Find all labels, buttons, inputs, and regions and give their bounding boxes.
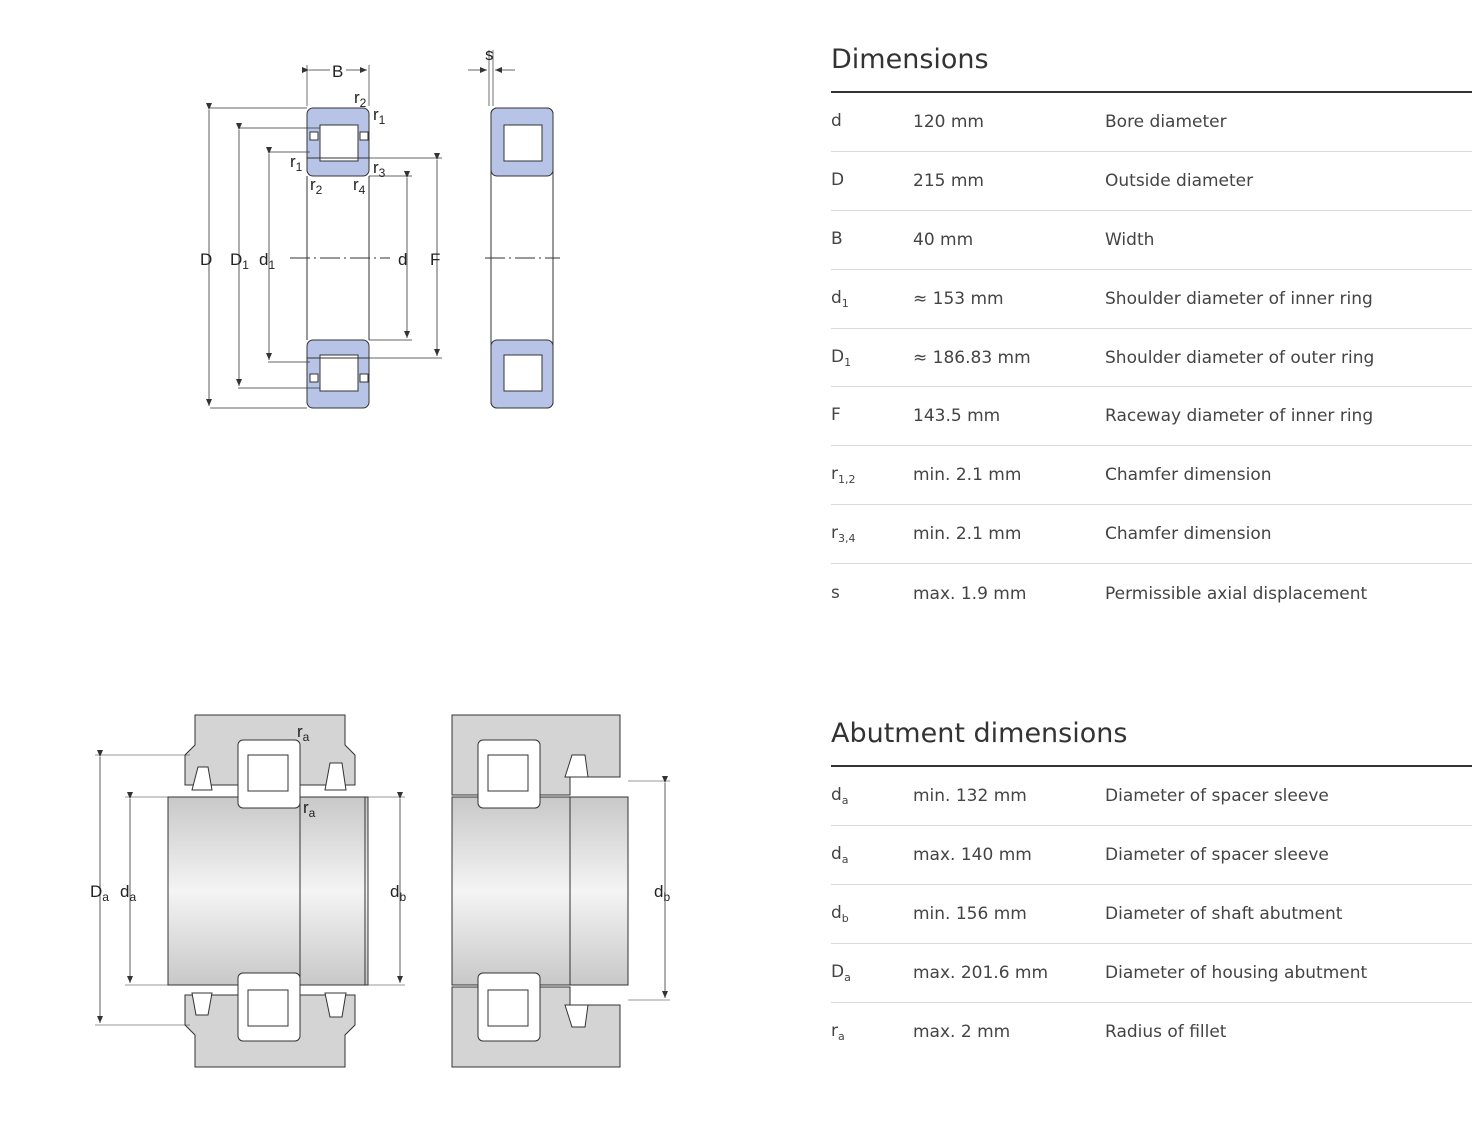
label-db-left: db <box>390 882 406 904</box>
label-D1: D1 <box>230 250 249 272</box>
table-row: D1 ≈ 186.83 mm Shoulder diameter of outer … <box>831 329 1472 388</box>
label-r2-inner: r2 <box>310 175 323 197</box>
label-r1-inner: r1 <box>290 152 303 174</box>
row-value: min. 156 mm <box>913 903 1027 924</box>
row-symbol: da <box>831 843 849 866</box>
dimensions-title: Dimensions <box>831 40 1472 93</box>
row-description: Diameter of shaft abutment <box>1105 903 1343 924</box>
label-r3: r3 <box>373 158 386 180</box>
abutment-section: Abutment dimensions da min. 132 mm Diamete… <box>831 714 1472 1061</box>
abutment-title: Abutment dimensions <box>831 714 1472 767</box>
row-symbol: Da <box>831 961 851 984</box>
row-symbol: D1 <box>831 346 852 369</box>
row-value: 120 mm <box>913 111 984 132</box>
row-symbol: d <box>831 110 842 131</box>
row-description: Raceway diameter of inner ring <box>1105 406 1374 427</box>
row-symbol: B <box>831 228 843 249</box>
row-symbol: ra <box>831 1021 845 1043</box>
row-description: Bore diameter <box>1105 111 1227 132</box>
table-row: s max. 1.9 mm Permissible axial displaceme… <box>831 564 1472 623</box>
label-da: da <box>120 882 136 904</box>
table-row: r1,2 min. 2.1 mm Chamfer dimension <box>831 446 1472 506</box>
row-value: max. 2 mm <box>913 1022 1011 1042</box>
row-description: Width <box>1105 229 1155 250</box>
row-value: ≈ 153 mm <box>913 288 1004 309</box>
row-description: Chamfer dimension <box>1105 465 1272 486</box>
row-symbol: r3,4 <box>831 523 856 546</box>
row-description: Diameter of spacer sleeve <box>1105 785 1329 806</box>
label-B: B <box>332 62 343 81</box>
label-r1-top: r1 <box>373 105 386 127</box>
abutment-drawing: Da da db db ra ra <box>80 705 680 1075</box>
row-symbol: d1 <box>831 287 849 310</box>
table-row: da max. 140 mm Diameter of spacer sleeve <box>831 826 1472 885</box>
row-symbol: db <box>831 902 849 925</box>
table-row: F 143.5 mm Raceway diameter of inner ring <box>831 387 1472 447</box>
table-row: da min. 132 mm Diameter of spacer sleeve <box>831 767 1472 826</box>
label-D: D <box>200 250 212 269</box>
table-row: D 215 mm Outside diameter <box>831 152 1472 211</box>
row-description: Permissible axial displacement <box>1105 583 1368 604</box>
row-symbol: F <box>831 405 841 426</box>
row-description: Shoulder diameter of inner ring <box>1105 288 1373 309</box>
table-row: Da max. 201.6 mm Diameter of housing abutm… <box>831 944 1472 1003</box>
table-row: d1 ≈ 153 mm Shoulder diameter of inner rin… <box>831 270 1472 329</box>
roller-bottom <box>319 354 359 392</box>
row-value: max. 140 mm <box>913 844 1032 865</box>
row-description: Radius of fillet <box>1105 1022 1227 1042</box>
table-row: B 40 mm Width <box>831 211 1472 270</box>
row-description: Chamfer dimension <box>1105 524 1272 545</box>
row-value: 40 mm <box>913 229 974 250</box>
table-row: d 120 mm Bore diameter <box>831 93 1472 152</box>
label-s: s <box>485 45 494 64</box>
label-r4: r4 <box>353 175 366 197</box>
label-db-right: db <box>654 882 670 904</box>
label-F: F <box>430 250 440 269</box>
row-value: min. 2.1 mm <box>913 524 1022 545</box>
roller-top <box>319 124 359 162</box>
row-symbol: D <box>831 169 845 190</box>
row-value: max. 1.9 mm <box>913 583 1027 604</box>
label-r2-top: r2 <box>354 88 367 110</box>
row-value: max. 201.6 mm <box>913 962 1049 983</box>
row-value: min. 2.1 mm <box>913 465 1022 486</box>
table-row: ra max. 2 mm Radius of fillet <box>831 1003 1472 1062</box>
row-symbol: s <box>831 582 840 603</box>
bearing-dimension-drawing: B s D D1 d1 d F r2 r1 r1 r2 r3 r4 <box>180 40 580 420</box>
row-value: 143.5 mm <box>913 406 1001 427</box>
row-description: Shoulder diameter of outer ring <box>1105 347 1375 368</box>
row-value: ≈ 186.83 mm <box>913 347 1031 368</box>
table-row: db min. 156 mm Diameter of shaft abutment <box>831 885 1472 944</box>
label-d: d <box>398 250 407 269</box>
row-value: 215 mm <box>913 170 984 191</box>
label-ra-inner: ra <box>303 798 316 820</box>
label-ra-top: ra <box>297 722 310 744</box>
row-symbol: da <box>831 784 849 807</box>
bearing-section-svg: B s D D1 d1 d F r2 r1 r1 r2 r3 r4 <box>200 45 560 409</box>
label-d1: d1 <box>259 250 275 272</box>
row-symbol: r1,2 <box>831 464 856 487</box>
row-value: min. 132 mm <box>913 785 1027 806</box>
row-description: Diameter of spacer sleeve <box>1105 844 1329 865</box>
label-Da: Da <box>90 882 109 904</box>
row-description: Diameter of housing abutment <box>1105 962 1368 983</box>
table-row: r3,4 min. 2.1 mm Chamfer dimension <box>831 505 1472 565</box>
abutment-section-svg: Da da db db ra ra <box>90 714 670 1068</box>
row-description: Outside diameter <box>1105 170 1254 191</box>
